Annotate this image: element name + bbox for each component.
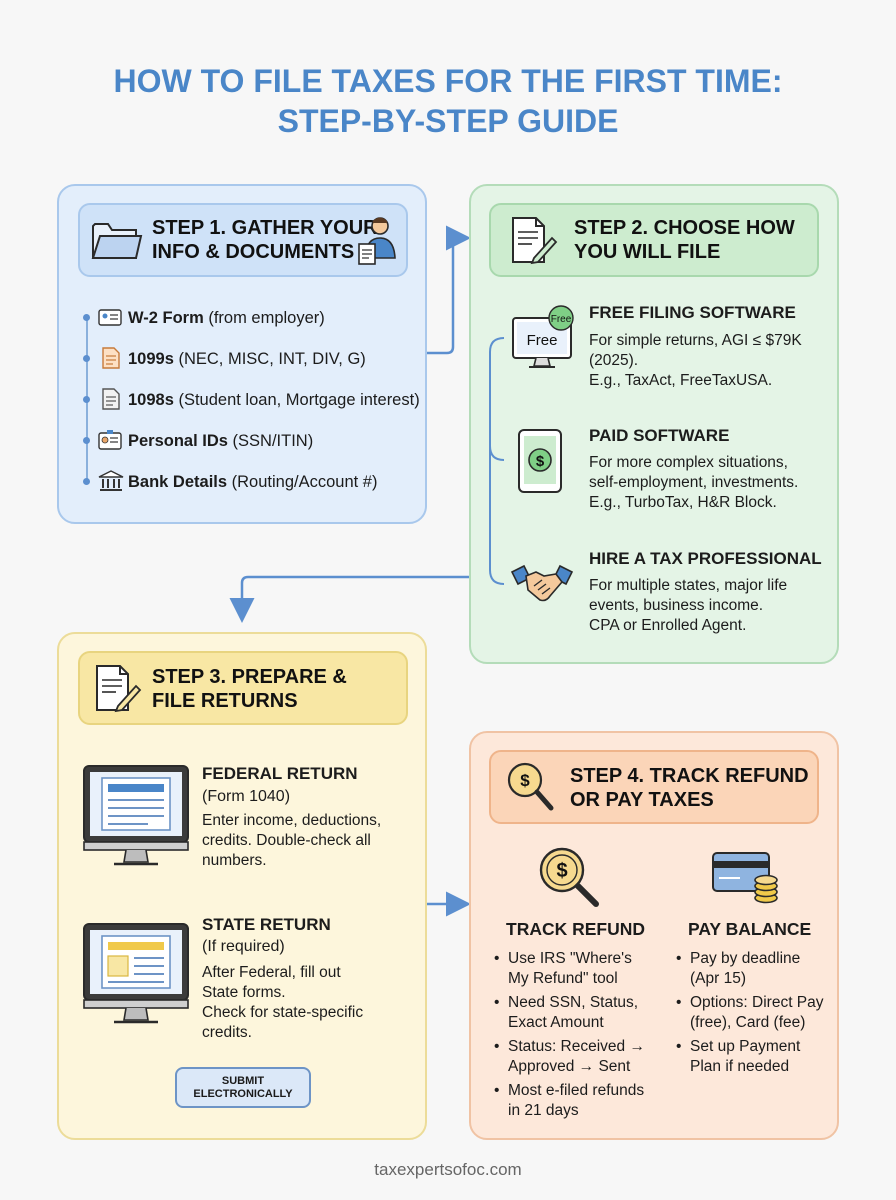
step-4-title-line-1: STEP 4. TRACK REFUND: [570, 765, 809, 787]
timeline-dot: [83, 437, 90, 444]
state-return-title: STATE RETURN: [202, 915, 331, 934]
step-2-title-line-2: YOU WILL FILE: [574, 241, 721, 263]
state-return-monitor-icon: [83, 923, 189, 1024]
submit-electronically-button[interactable]: SUBMIT ELECTRONICALLY: [175, 1067, 311, 1108]
document-icon: [102, 388, 120, 410]
svg-text:$: $: [556, 860, 567, 882]
id-card-icon: [98, 309, 122, 326]
list-item: Bank Details (Routing/Account #): [128, 473, 378, 491]
footer-website: taxexpertsofoc.com: [374, 1160, 522, 1179]
federal-return-description: Enter income, deductions, credits. Doubl…: [202, 812, 382, 869]
timeline-dot: [83, 396, 90, 403]
state-return-subtitle: (If required): [202, 938, 285, 955]
id-badge-icon: [98, 430, 122, 450]
track-refund-title: TRACK REFUND: [506, 919, 646, 939]
option-title: HIRE A TAX PROFESSIONAL: [589, 549, 822, 568]
step-4-header: [489, 750, 819, 824]
tablet-dollar-icon: $: [518, 429, 562, 493]
person-with-document-icon: [358, 217, 396, 265]
folder-icon: [91, 223, 143, 259]
timeline-dot: [83, 314, 90, 321]
timeline-dot: [83, 355, 90, 362]
federal-return-title: FEDERAL RETURN: [202, 764, 358, 783]
option-description: For more complex situations, self-employ…: [589, 454, 799, 511]
step-1-title-line-2: INFO & DOCUMENTS: [152, 241, 355, 263]
svg-text:Free: Free: [551, 314, 572, 325]
list-item: Options: Direct Pay(free), Card (fee): [674, 993, 834, 1033]
list-item: Need SSN, Status,Exact Amount: [492, 993, 672, 1033]
arrow-step1-to-step2: [427, 225, 471, 355]
step-2-bracket: [489, 337, 505, 585]
svg-text:$: $: [520, 771, 530, 790]
submit-button-label-line-2: ELECTRONICALLY: [193, 1088, 293, 1100]
option-description: For simple returns, AGI ≤ $79K (2025). E…: [589, 332, 802, 389]
track-refund-list: Use IRS "Where'sMy Refund" tool Need SSN…: [492, 949, 672, 1125]
document-pencil-icon: [96, 665, 142, 713]
federal-return-monitor-icon: [83, 765, 189, 866]
list-item: Use IRS "Where'sMy Refund" tool: [492, 949, 672, 989]
step-3-title-line-1: STEP 3. PREPARE &: [152, 666, 347, 688]
handshake-icon: [510, 564, 574, 602]
list-item: Personal IDs (SSN/ITIN): [128, 432, 314, 450]
document-icon: [102, 347, 120, 369]
timeline-dot: [83, 478, 90, 485]
list-item: 1099s (NEC, MISC, INT, DIV, G): [128, 350, 366, 368]
arrow-step2-to-step3: [229, 575, 469, 623]
pay-balance-list: Pay by deadline(Apr 15) Options: Direct …: [674, 949, 834, 1081]
magnifier-dollar-icon: $: [507, 762, 554, 811]
federal-return-subtitle: (Form 1040): [202, 788, 291, 805]
option-title: PAID SOFTWARE: [589, 426, 730, 445]
page-title-line-2: STEP-BY-STEP GUIDE: [277, 103, 619, 139]
pay-balance-title: PAY BALANCE: [688, 919, 812, 939]
free-software-monitor-icon: Free Free: [512, 305, 574, 368]
page-title-line-1: HOW TO FILE TAXES FOR THE FIRST TIME:: [113, 63, 783, 99]
step-3-title-line-2: FILE RETURNS: [152, 690, 298, 712]
svg-text:$: $: [536, 453, 545, 470]
step-4-title-line-2: OR PAY TAXES: [570, 789, 714, 811]
list-item: W-2 Form (from employer): [128, 309, 325, 327]
list-item: Pay by deadline(Apr 15): [674, 949, 834, 989]
submit-button-label-line-1: SUBMIT: [221, 1075, 265, 1087]
option-description: For multiple states, major life events, …: [589, 577, 788, 634]
step-1-title-line-1: STEP 1. GATHER YOUR: [152, 217, 378, 239]
bank-icon: [98, 470, 124, 491]
document-pen-icon: [512, 217, 558, 265]
option-title: FREE FILING SOFTWARE: [589, 303, 796, 322]
list-item: Status: Received →Approved → Sent: [492, 1037, 672, 1077]
track-refund-magnifier-icon: $: [539, 847, 599, 907]
state-return-description: After Federal, fill out State forms. Che…: [202, 964, 364, 1041]
step-2-title-line-1: STEP 2. CHOOSE HOW: [574, 217, 795, 239]
card-and-coins-icon: [712, 852, 778, 904]
svg-text:Free: Free: [527, 332, 558, 349]
step-3-header: [78, 651, 408, 725]
list-item: 1098s (Student loan, Mortgage interest): [128, 391, 420, 409]
